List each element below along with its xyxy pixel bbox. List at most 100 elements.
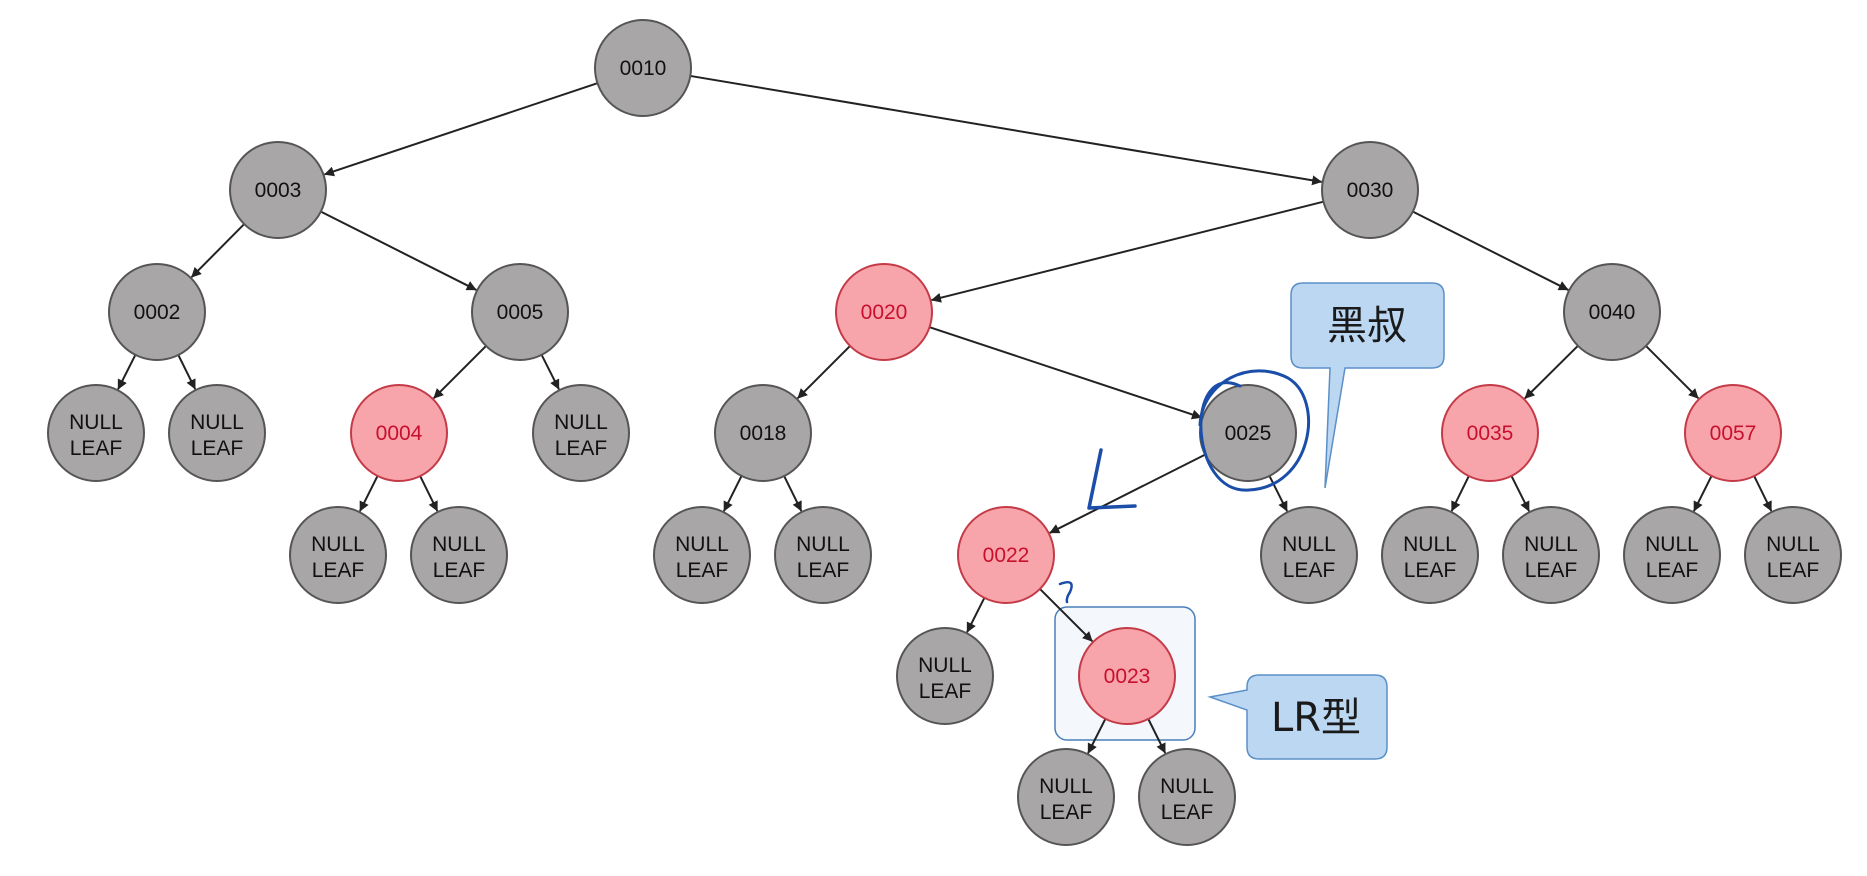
leaf-circle [410, 506, 508, 604]
leaf-label-line2: LEAF [1525, 559, 1578, 582]
edge-n0020-n0025 [929, 326, 1202, 420]
edge-n0030-n0040 [1412, 210, 1569, 291]
node-circle [1078, 627, 1176, 725]
leaf-label-line1: NULL [1524, 533, 1578, 556]
leaf-label-line2: LEAF [433, 559, 486, 582]
node-label: 0020 [861, 301, 908, 324]
callout-case-text: LR型 [1271, 695, 1361, 741]
node-label: 0002 [134, 301, 181, 324]
node-circle [1441, 384, 1539, 482]
node-circle [835, 263, 933, 361]
pen-l-mark [1087, 448, 1137, 510]
leaf-label-line2: LEAF [676, 559, 729, 582]
leaf-circle [1138, 748, 1236, 846]
leaf-label-line1: NULL [1039, 775, 1093, 798]
pen-circle-around-0025 [1198, 369, 1311, 492]
node-label: 0035 [1467, 422, 1514, 445]
leaf-label-line2: LEAF [70, 437, 123, 460]
leaf-circle [653, 506, 751, 604]
edge-n0003-n0002 [190, 223, 245, 278]
callout-uncle: 黑叔 [1290, 282, 1445, 489]
pen-question-mark [1058, 581, 1073, 604]
leaf-circle [1381, 506, 1479, 604]
node-circle [108, 263, 206, 361]
node-label: 0005 [497, 301, 544, 324]
callout-case-bubble [1207, 674, 1388, 760]
callout-case: LR型 [1207, 674, 1388, 760]
leaf-label-line2: LEAF [919, 680, 972, 703]
callout-uncle-bubble [1290, 282, 1445, 489]
node-label: 0030 [1347, 179, 1394, 202]
leaf-circle [1260, 506, 1358, 604]
node-label: 0057 [1710, 422, 1757, 445]
leaf-circle [1017, 748, 1115, 846]
null-leaf: NULL LEAF [774, 506, 872, 604]
leaf-label-line2: LEAF [312, 559, 365, 582]
leaf-label-line1: NULL [311, 533, 365, 556]
leaf-circle [896, 627, 994, 725]
leaf-label-line2: LEAF [191, 437, 244, 460]
annotation-layer: 黑叔 LR型 [1058, 282, 1445, 760]
edge-n0002-L1 [117, 354, 137, 390]
edge-n0023-L11 [1147, 718, 1167, 754]
node-circle [1684, 384, 1782, 482]
edge-n0010-n0030 [690, 74, 1323, 186]
leaf-label-line2: LEAF [797, 559, 850, 582]
leaf-circle [1623, 506, 1721, 604]
edge-n0030-n0020 [931, 200, 1324, 303]
leaf-circle [168, 384, 266, 482]
edge-n0004-L5 [419, 475, 439, 512]
edge-n0002-L2 [177, 354, 197, 390]
leaf-circle [774, 506, 872, 604]
tree-node-0005: 0005 [471, 263, 569, 361]
edge-n0018-L6 [723, 475, 743, 512]
edge-n0025-n0022 [1049, 453, 1206, 534]
edge-n0035-L13 [1510, 475, 1530, 512]
leaf-label-line2: LEAF [1404, 559, 1457, 582]
node-circle [714, 384, 812, 482]
null-leaf: NULL LEAF [1502, 506, 1600, 604]
tree-node-0003: 0003 [229, 141, 327, 239]
edge-n0022-L9 [966, 597, 986, 633]
leaf-circle [289, 506, 387, 604]
edge-n0005-L3 [540, 354, 560, 390]
leaf-circle [1744, 506, 1842, 604]
leaf-circle [47, 384, 145, 482]
edge-n0023-L10 [1087, 718, 1107, 754]
leaf-circle [532, 384, 630, 482]
node-label: 0022 [983, 544, 1030, 567]
edge-n0025-L8 [1268, 475, 1288, 512]
node-circle [350, 384, 448, 482]
edge-n0010-n0003 [323, 82, 598, 177]
leaves-layer: NULL LEAF NULL LEAF NULL LEAF NULL LEAF NULL LEAF… [47, 384, 1842, 846]
node-circle [1563, 263, 1661, 361]
edge-n0057-L15 [1753, 475, 1773, 512]
tree-node-0057: 0057 [1684, 384, 1782, 482]
leaf-label-line1: NULL [796, 533, 850, 556]
leaf-label-line2: LEAF [1646, 559, 1699, 582]
tree-node-0023: 0023 [1078, 627, 1176, 725]
tree-node-0018: 0018 [714, 384, 812, 482]
tree-node-0035: 0035 [1441, 384, 1539, 482]
edge-n0040-n0035 [1524, 345, 1579, 400]
tree-node-0030: 0030 [1321, 141, 1419, 239]
leaf-label-line1: NULL [1645, 533, 1699, 556]
node-label: 0003 [255, 179, 302, 202]
leaf-label-line2: LEAF [1283, 559, 1336, 582]
tree-node-0004: 0004 [350, 384, 448, 482]
leaf-label-line1: NULL [1160, 775, 1214, 798]
edge-n0004-L4 [359, 475, 379, 512]
edge-n0022-n0023 [1039, 588, 1094, 643]
leaf-label-line1: NULL [675, 533, 729, 556]
edge-n0040-n0057 [1645, 345, 1700, 400]
node-label: 0018 [740, 422, 787, 445]
